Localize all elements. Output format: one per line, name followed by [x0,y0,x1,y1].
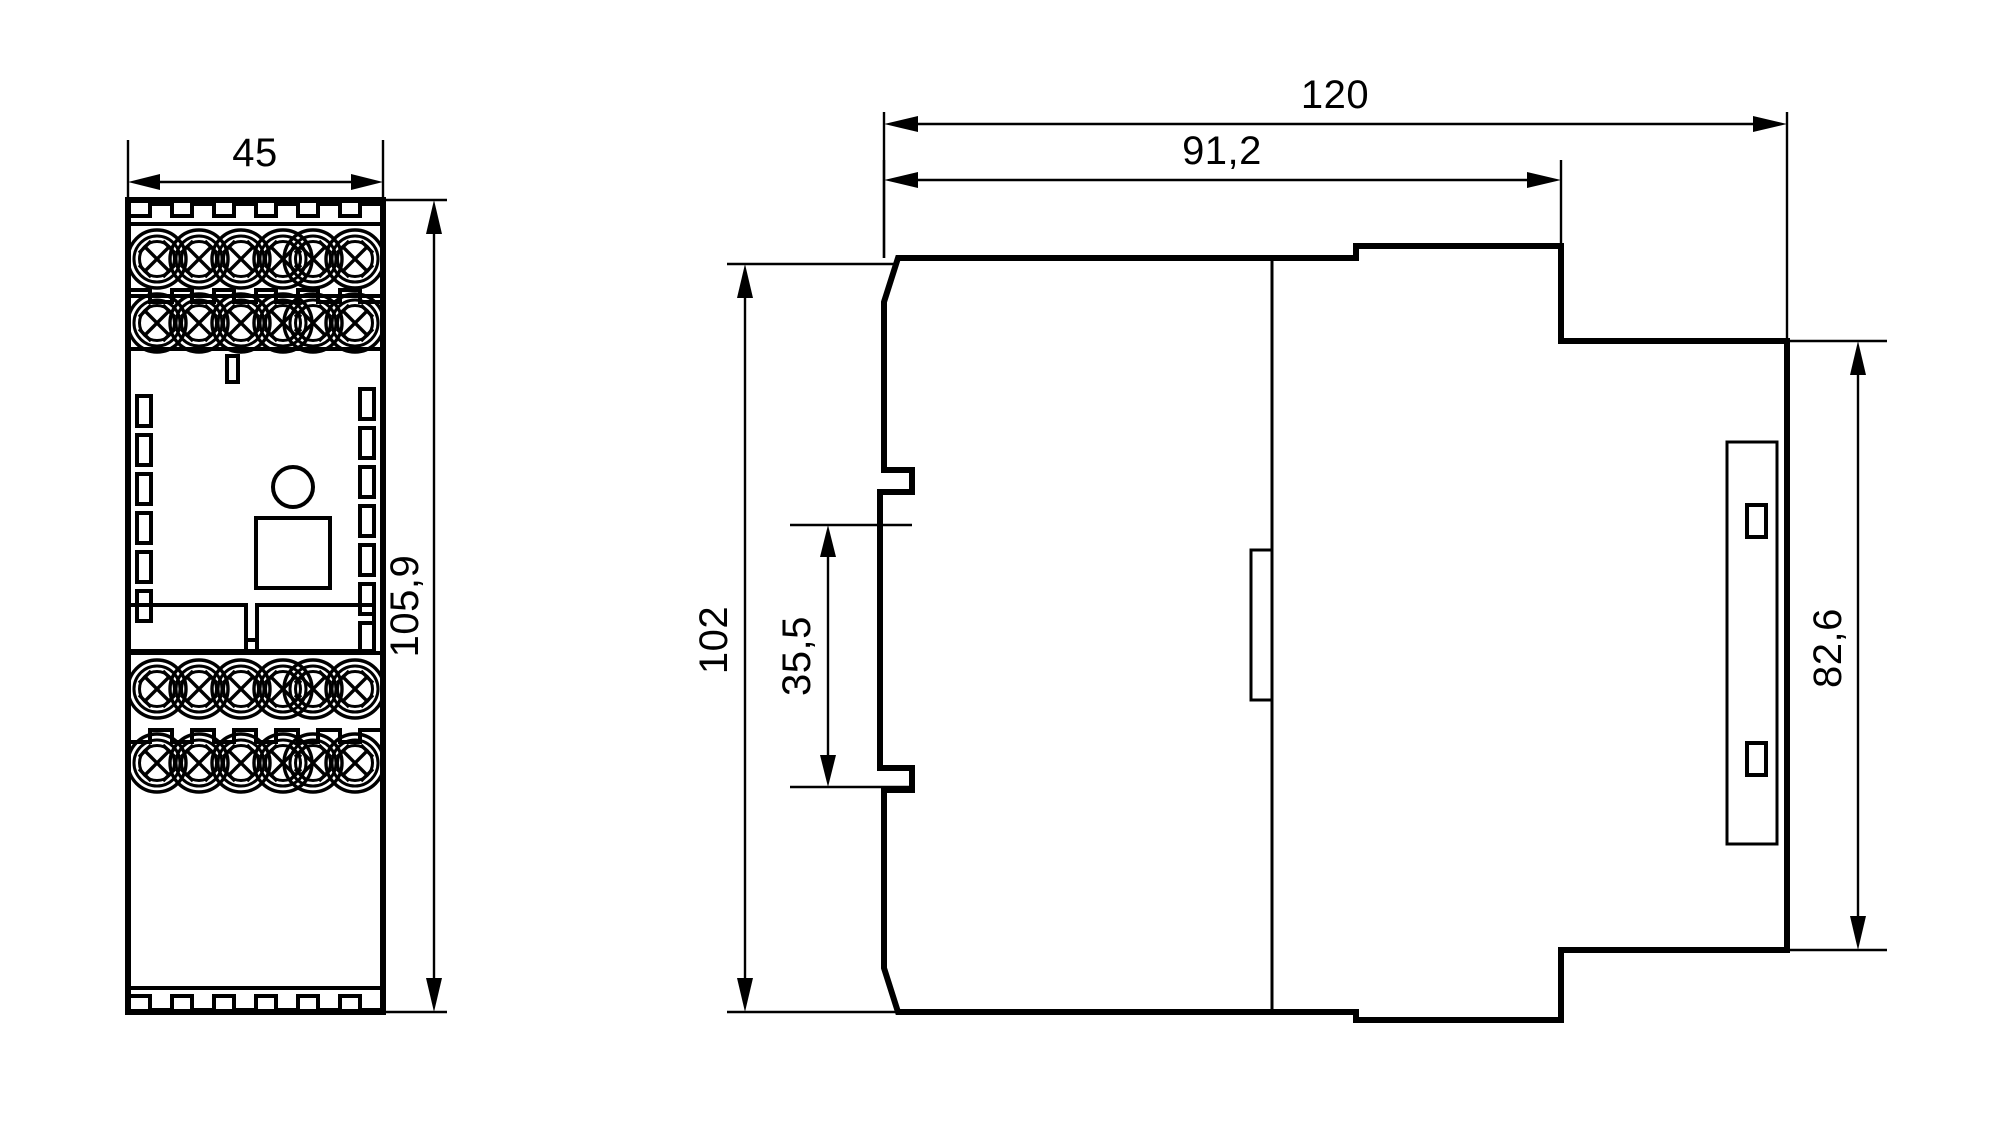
led-slot [358,387,376,421]
terminal-row-3 [126,658,386,720]
dim-35-5-label: 35,5 [775,616,819,696]
front-view: 45 105,9 [125,131,447,1015]
dim-45-label: 45 [232,131,278,175]
led-slot [135,550,153,584]
led-column-right [358,387,376,655]
led-slot [135,511,153,545]
front-bottom-comb [130,986,381,1012]
led-column-left [135,394,153,623]
dim-91-2-label: 91,2 [1182,129,1262,173]
dim-45: 45 [126,131,385,200]
mounting-slot-lower [1745,741,1768,777]
led-slot [135,394,153,428]
dim-35-5: 35,5 [775,523,912,789]
dim-102-label: 102 [692,606,736,674]
mounting-slot-upper [1745,503,1768,539]
dim-82-6-label: 82,6 [1806,608,1850,688]
dim-82-6: 82,6 [1787,339,1887,952]
mounting-plate-outline [1725,440,1779,846]
dim-120: 120 [882,73,1789,341]
label-window [254,516,332,590]
dim-105-9-label: 105,9 [383,555,427,658]
indicator-circle [271,465,315,509]
led-slot [135,472,153,506]
led-slot [358,504,376,538]
dim-120-label: 120 [1301,73,1369,117]
rear-mounting-plate [1725,440,1779,846]
led-slot [135,433,153,467]
front-top-comb [130,202,381,226]
led-slot [358,582,376,616]
dim-105-9: 105,9 [383,198,447,1014]
led-slot [358,621,376,655]
lower-panel-right [255,603,376,653]
front-lower-panels [127,603,383,655]
dim-102: 102 [692,262,898,1014]
terminal-row-1 [126,228,386,290]
side-view: 120 91,2 102 [692,73,1887,1023]
side-view-body-profile [877,243,1790,1023]
led-slot [358,465,376,499]
lower-panel-left [127,603,248,653]
led-slot [358,426,376,460]
led-slot [358,543,376,577]
dim-91-2: 91,2 [882,129,1563,258]
label-tab [225,354,240,384]
side-view-joint-notch [1249,548,1272,702]
